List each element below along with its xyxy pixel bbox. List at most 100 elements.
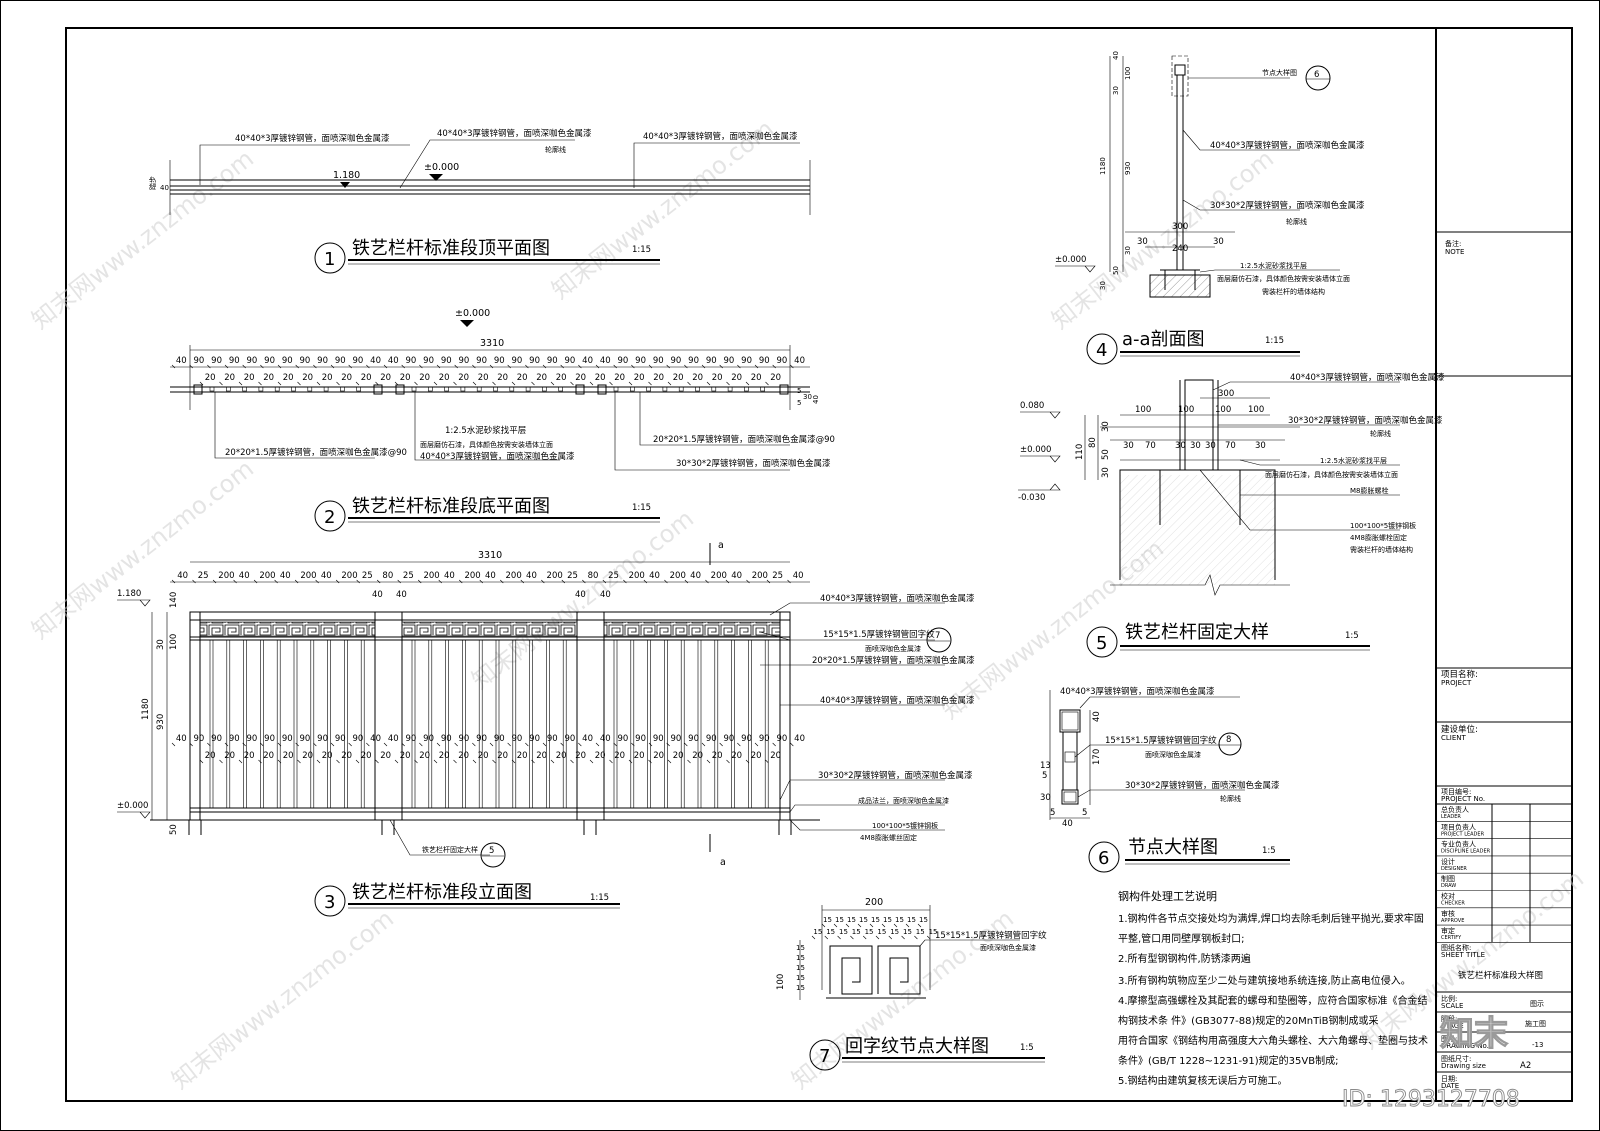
svg-text:0.080: 0.080: [1020, 401, 1044, 411]
post: [374, 611, 403, 821]
svg-text:30: 30: [1190, 441, 1201, 451]
dim-label-sub: 20: [634, 751, 645, 761]
role-label-en: DESIGNER: [1441, 866, 1467, 872]
dim-label: 90: [282, 356, 293, 366]
svg-text:100: 100: [1135, 405, 1151, 415]
baluster-square: [613, 386, 619, 392]
post: [189, 611, 201, 821]
dim-label: 90: [476, 356, 487, 366]
svg-text:图纸名称:: 图纸名称:: [1441, 943, 1471, 952]
dim-label-tick: [643, 579, 648, 584]
dim-label-sub: 20: [458, 751, 469, 761]
dim-label-sub: 20: [653, 751, 664, 761]
dim-label: 90: [229, 356, 240, 366]
baluster: [731, 639, 735, 809]
dim-label: 90: [671, 356, 682, 366]
dim-label: 90: [264, 734, 275, 744]
role-label-en: DRAW: [1441, 883, 1456, 889]
svg-text:20*20*1.5厚镀锌钢管，面喷深咖色金属漆@90: 20*20*1.5厚镀锌钢管，面喷深咖色金属漆@90: [653, 434, 835, 445]
svg-text:30: 30: [1205, 441, 1216, 451]
dim-label-tick: [436, 364, 441, 369]
dim-label: 90: [335, 356, 346, 366]
dim-label: 90: [565, 734, 576, 744]
dim-label-sub: 20: [653, 373, 664, 383]
svg-text:100*100*5镀锌钢板: 100*100*5镀锌钢板: [872, 821, 938, 830]
dim-label-sub: 20: [497, 373, 508, 383]
dim-label-tick: [684, 742, 688, 747]
dim-label-tick: [582, 579, 586, 584]
dim-label: 90: [335, 734, 346, 744]
baluster: [209, 639, 214, 809]
svg-text:7: 7: [935, 631, 940, 641]
dim-label-sub-tick: [238, 759, 243, 764]
dim-label-sub-tick: [914, 935, 918, 940]
dim-label-tick: [295, 364, 299, 369]
baluster-square: [460, 386, 466, 392]
dim-label-tick: [192, 579, 196, 584]
role-label-en: LEADER: [1441, 814, 1461, 820]
baluster-square: [242, 386, 247, 392]
svg-text:1.180: 1.180: [117, 589, 141, 599]
dim-label-sub: 20: [692, 751, 703, 761]
dim-label-tick: [666, 742, 670, 747]
dim-label-tick: [436, 742, 441, 747]
svg-text:a: a: [720, 857, 726, 868]
dim-label-sub-tick: [706, 759, 711, 764]
dim-label-tick: [893, 923, 898, 928]
dim-label: 40: [731, 571, 742, 581]
dim-label: 90: [194, 356, 205, 366]
dim-label-sub-tick: [687, 381, 691, 386]
dim-label-tick: [315, 579, 319, 584]
dim-label: 90: [423, 734, 434, 744]
baluster: [512, 639, 517, 809]
dim-label-sub: 20: [419, 373, 430, 383]
inner-frame: [65, 27, 1573, 1102]
svg-text:面喷深咖色金属漆: 面喷深咖色金属漆: [1145, 750, 1201, 759]
svg-text:轮廓线: 轮廓线: [1370, 429, 1391, 438]
svg-text:100: 100: [1248, 405, 1264, 415]
dim-label-tick: [754, 742, 759, 747]
svg-text:阶段:: 阶段:: [1441, 1014, 1457, 1023]
dim-label-tick: [397, 579, 401, 584]
role-label-cn: 制图: [1441, 874, 1455, 883]
dim-label-sub-tick: [414, 759, 418, 764]
svg-text:1:2.5水泥砂浆找平层: 1:2.5水泥砂浆找平层: [1320, 456, 1387, 465]
baluster: [327, 639, 331, 809]
baluster: [478, 639, 483, 809]
dim-label-sub: 20: [400, 373, 411, 383]
dim-label-sub: 20: [419, 751, 430, 761]
svg-text:轮廓线: 轮廓线: [1286, 217, 1307, 226]
dim-label-tick: [274, 579, 278, 584]
baluster-square: [525, 386, 531, 392]
svg-text:条件》(GB/T 1228~1231-91)规定的35VB制: 条件》(GB/T 1228~1231-91)规定的35VB制成;: [1118, 1054, 1338, 1067]
dim-label-tick: [790, 364, 794, 369]
dim-label: 40: [600, 356, 611, 366]
dim-label-sub-tick: [258, 381, 262, 386]
svg-text:40*40*3厚镀锌钢管，面喷深咖色金属漆: 40*40*3厚镀锌钢管，面喷深咖色金属漆: [643, 131, 798, 142]
role-label-cn: 审定: [1441, 926, 1455, 935]
baluster-square: [493, 386, 498, 392]
svg-text:SCALE: SCALE: [1441, 1002, 1463, 1010]
svg-text:40*40*3厚镀锌钢管，面喷深咖色金属漆: 40*40*3厚镀锌钢管，面喷深咖色金属漆: [1290, 372, 1445, 383]
svg-text:平整,管口用同壁厚钢板封口;: 平整,管口用同壁厚钢板封口;: [1118, 932, 1245, 945]
dim-label-tick: [277, 364, 282, 369]
svg-text:15*15*1.5厚镀锌钢管回字纹: 15*15*1.5厚镀锌钢管回字纹: [823, 629, 935, 640]
dim-label-tick: [578, 742, 582, 747]
dim-label-tick: [664, 579, 668, 584]
dim-label-tick: [787, 579, 791, 584]
svg-text:知末网www.znzmo.com: 知末网www.znzmo.com: [166, 904, 399, 1094]
dim-label: 90: [635, 356, 646, 366]
dim-label: 40: [388, 356, 399, 366]
dim-label: 200: [259, 571, 275, 581]
dim-label: 90: [211, 734, 222, 744]
dim-label-sub: 20: [595, 751, 606, 761]
svg-text:项目名称:: 项目名称:: [1441, 669, 1478, 680]
svg-text:5: 5: [1096, 633, 1107, 654]
baluster-square: [711, 386, 717, 392]
svg-text:100: 100: [1178, 405, 1194, 415]
dim-label: 25: [772, 571, 783, 581]
baluster-square: [340, 386, 345, 392]
dim-label: 40: [176, 356, 187, 366]
